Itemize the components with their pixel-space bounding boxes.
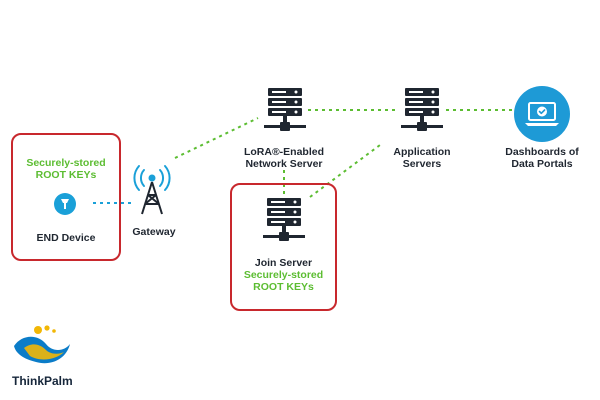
end-device-key-line2: ROOT KEYs [35, 169, 97, 181]
end-device-label: END Device [36, 232, 96, 244]
network-server-line1: LoRA®-Enabled [243, 146, 325, 158]
brand-name: ThinkPalm [12, 374, 73, 388]
fob-icon [54, 193, 76, 215]
join-server-box [230, 183, 337, 311]
thinkpalm-logo-icon [14, 325, 70, 364]
app-servers-line1: Application [393, 146, 451, 158]
link-join-app [309, 144, 381, 198]
join-server-label: Join Server [254, 257, 313, 269]
end-device-box [11, 133, 121, 261]
join-server-icon [263, 198, 305, 241]
join-server-key-line2: ROOT KEYs [253, 281, 314, 293]
dashboards-line2: Data Portals [511, 158, 573, 170]
app-servers-line2: Servers [402, 158, 442, 170]
dashboards-line1: Dashboards of [505, 146, 579, 158]
laptop-check-icon [514, 86, 570, 142]
link-gateway-network [174, 117, 259, 159]
network-server-line2: Network Server [245, 158, 323, 170]
join-server-key-line1: Securely-stored [243, 269, 324, 281]
app-server-icon [401, 88, 443, 131]
gateway-label: Gateway [132, 226, 176, 238]
end-device-key-line1: Securely-stored [26, 157, 106, 169]
antenna-tower-icon [133, 165, 171, 215]
network-server-icon [264, 88, 306, 131]
